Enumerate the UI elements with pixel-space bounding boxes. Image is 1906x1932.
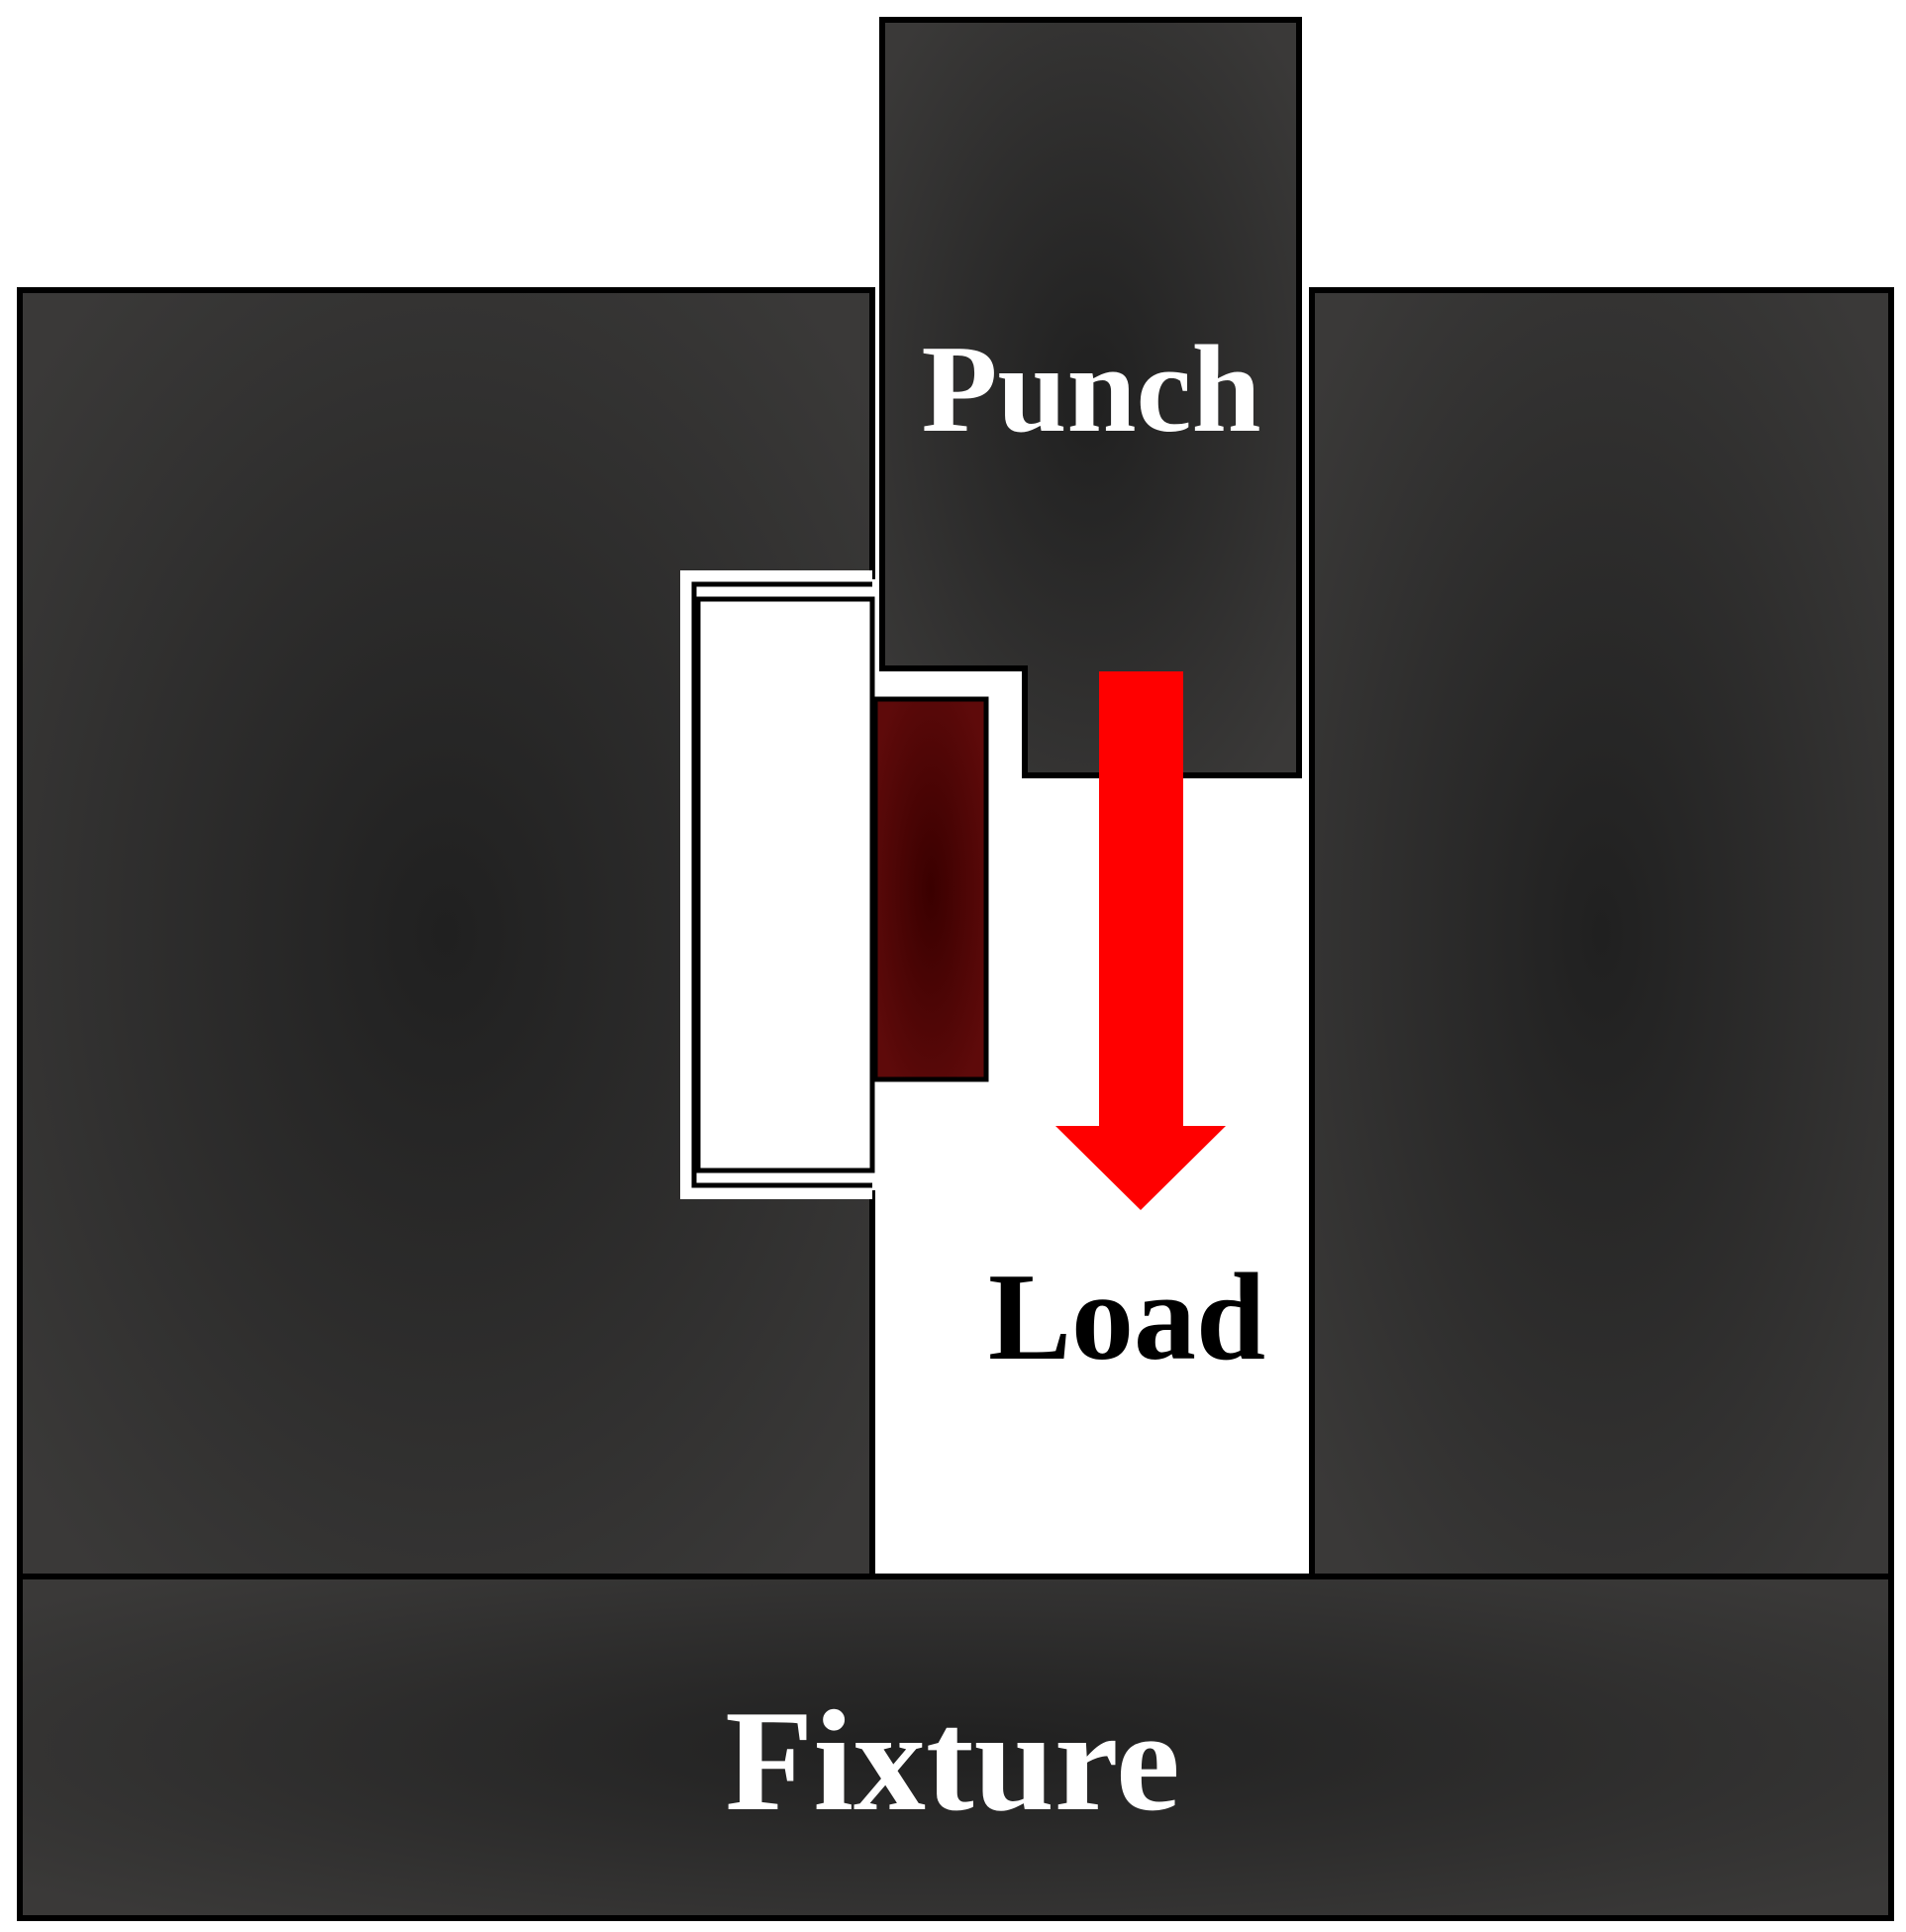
right-die-block bbox=[1309, 287, 1894, 1579]
punch-label: Punch bbox=[921, 321, 1260, 458]
load-arrow bbox=[1055, 671, 1226, 1210]
specimen-support bbox=[695, 596, 875, 1173]
notch-outline bbox=[680, 570, 872, 1199]
fixture bbox=[17, 1574, 1894, 1921]
notch-outline-inner bbox=[691, 581, 872, 1188]
specimen bbox=[872, 696, 989, 1082]
fixture-label: Fixture bbox=[725, 1680, 1180, 1841]
punch bbox=[879, 17, 1302, 778]
load-label: Load bbox=[988, 1249, 1265, 1386]
